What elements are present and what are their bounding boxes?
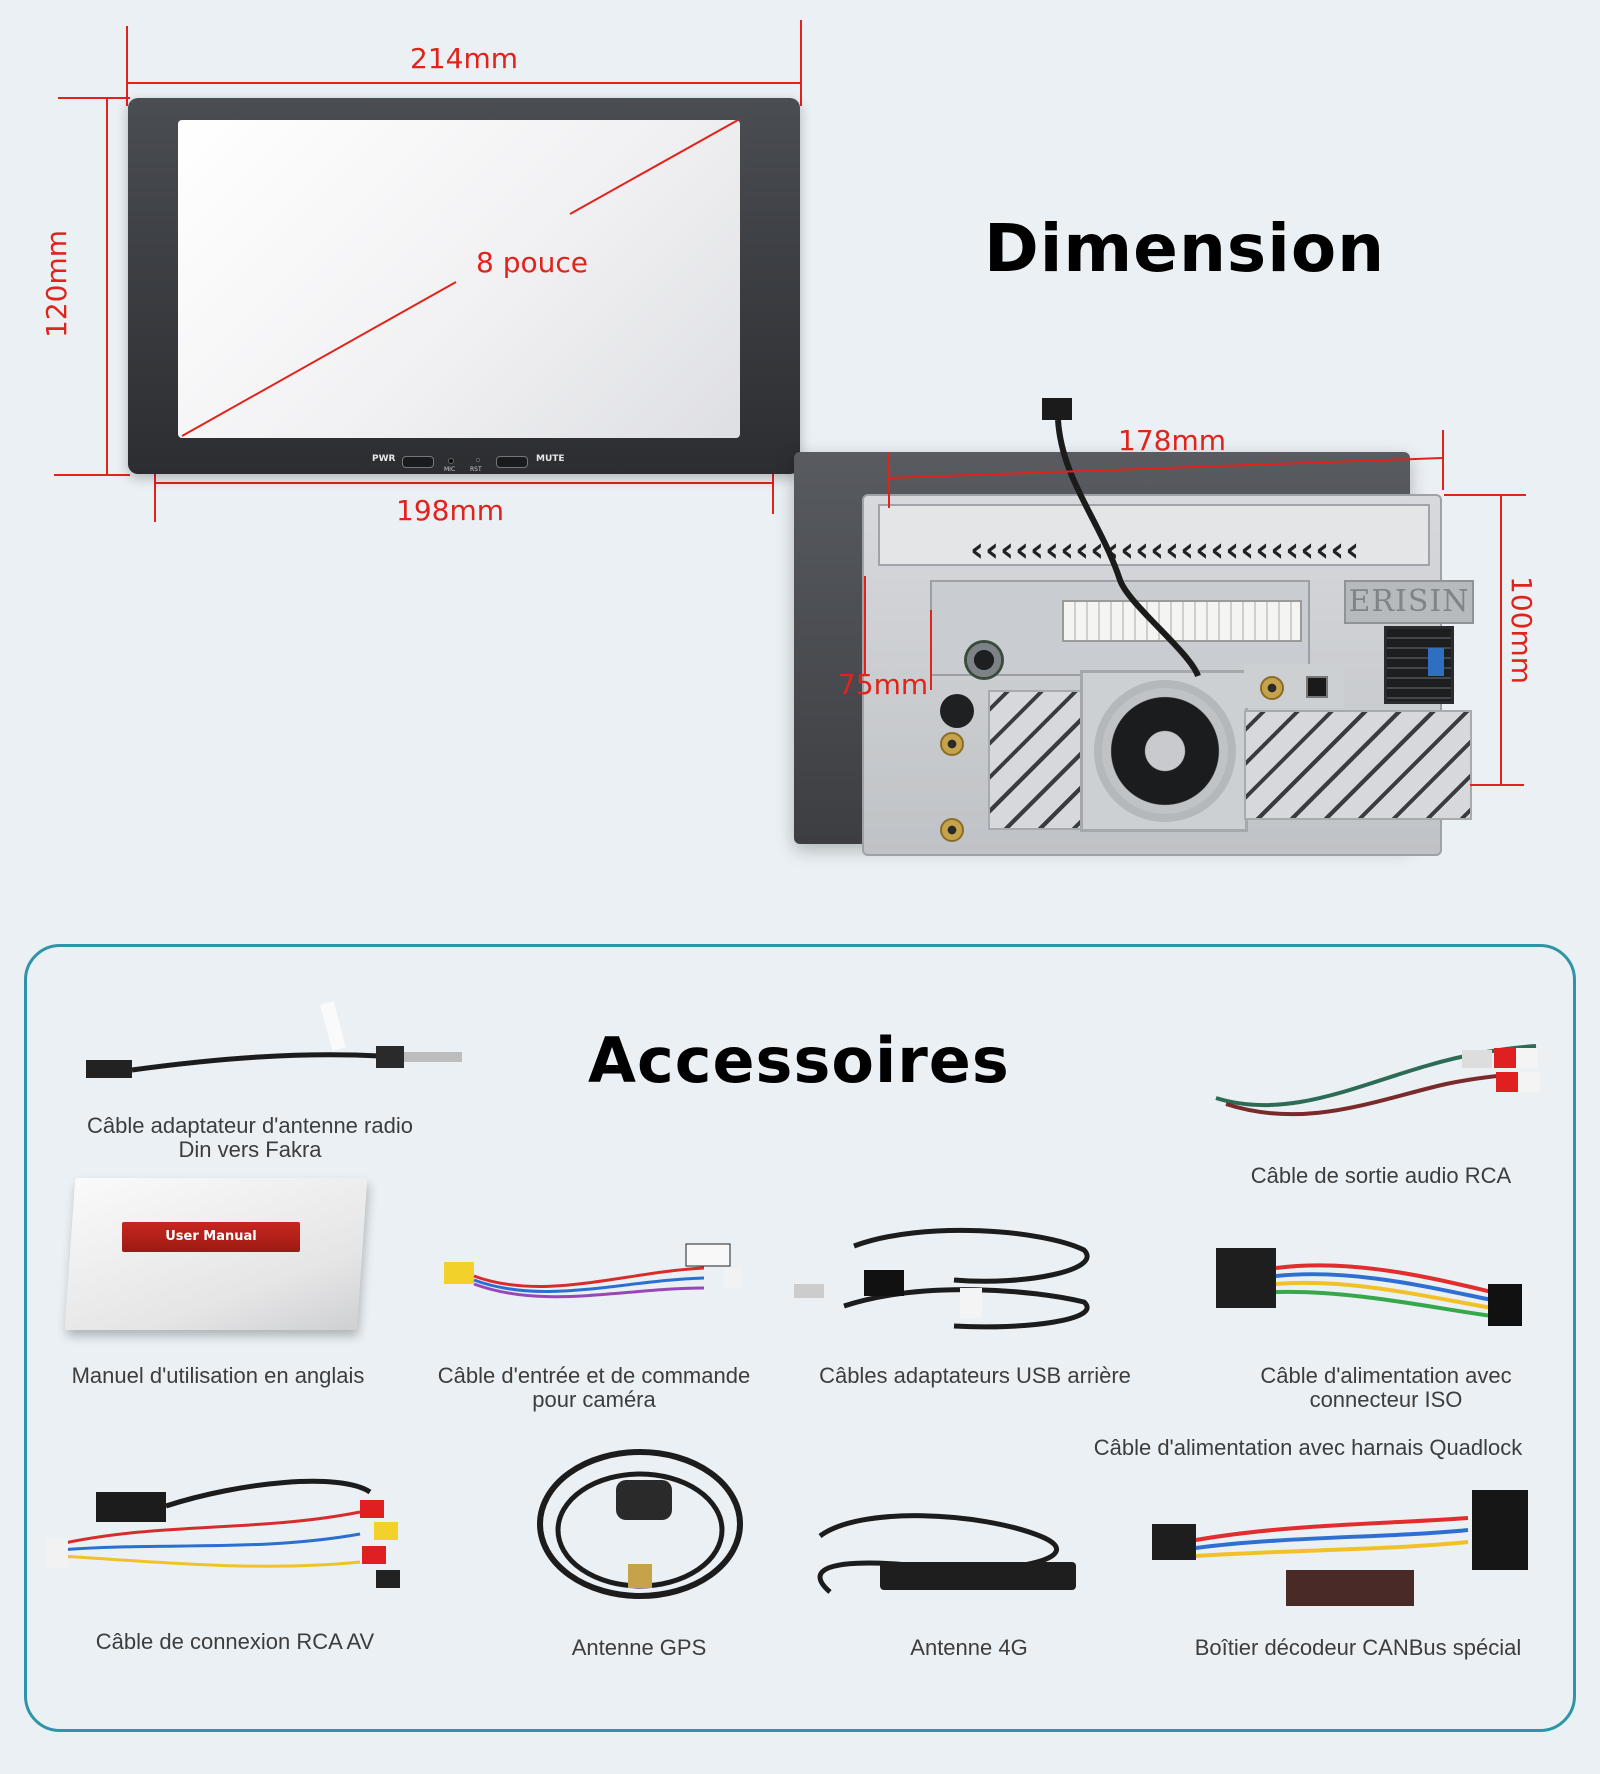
item-antenna-adapter-label: Câble adaptateur d'antenne radio Din ver… xyxy=(60,1114,440,1162)
aux-port xyxy=(1260,676,1284,700)
iso-power-cable-icon xyxy=(1216,1248,1522,1326)
item-gps-label: Antenne GPS xyxy=(534,1636,744,1660)
back-depth-guide-top xyxy=(864,576,866,676)
rca-audio-cable-icon xyxy=(1215,1044,1540,1117)
bottom-guide-right xyxy=(772,470,774,514)
width-guide-right xyxy=(800,20,802,106)
rca-av-cable-icon xyxy=(46,1478,400,1588)
item-iso-cable-label: Câble d'alimentation avec connecteur ISO xyxy=(1196,1364,1576,1412)
left-vent xyxy=(988,690,1088,830)
canbus-quadlock-harness-icon xyxy=(1152,1490,1528,1606)
item-label-line2: pour caméra xyxy=(532,1387,656,1412)
height-guide-bottom xyxy=(54,474,130,476)
item-label-line1: Câble de connexion RCA AV xyxy=(95,1629,375,1654)
back-width-guide-right xyxy=(1442,430,1444,490)
camera-input-cable-icon xyxy=(444,1243,742,1299)
4g-port xyxy=(940,818,964,842)
bottom-guide-left xyxy=(154,470,156,522)
bottom-arrow-line xyxy=(154,482,774,484)
blue-fuse xyxy=(1428,648,1444,676)
back-width-label: 178mm xyxy=(1118,424,1226,457)
antenna-adapter-cable-icon xyxy=(86,1001,462,1078)
item-usb-cables-label: Câbles adaptateurs USB arrière xyxy=(790,1364,1160,1388)
item-label-line1: Câble d'entrée et de commande xyxy=(437,1363,751,1388)
back-width-line xyxy=(888,457,1443,479)
gps-antenna-icon xyxy=(537,1449,743,1599)
item-rca-audio-label: Câble de sortie audio RCA xyxy=(1196,1164,1566,1188)
item-quadlock-label: Câble d'alimentation avec harnais Quadlo… xyxy=(1068,1436,1548,1460)
item-label-line1: Câble d'alimentation avec xyxy=(1260,1363,1512,1388)
gps-port xyxy=(940,732,964,756)
item-label-line2: connecteur ISO xyxy=(1309,1387,1463,1412)
back-height-label: 100mm xyxy=(1505,576,1538,684)
brand-plate: ERISIN xyxy=(1344,580,1474,624)
front-bottom-label: 198mm xyxy=(396,494,504,527)
height-guide-top xyxy=(58,97,130,99)
item-label-line1: Câble d'alimentation avec harnais Quadlo… xyxy=(1093,1435,1523,1460)
width-guide-left xyxy=(126,26,128,106)
back-top-rail xyxy=(878,504,1430,566)
height-arrow-line xyxy=(106,97,108,476)
item-label-line1: Câble adaptateur d'antenne radio xyxy=(87,1113,413,1138)
width-arrow-line xyxy=(126,82,802,84)
accessories-title: Accessoires xyxy=(588,1024,1010,1097)
item-label-line1: Câble de sortie audio RCA xyxy=(1250,1163,1512,1188)
manual-tag: User Manual xyxy=(122,1222,300,1252)
item-label-line2: Din vers Fakra xyxy=(178,1137,322,1162)
main-connector-strip xyxy=(1062,600,1302,642)
optical-port xyxy=(1306,676,1328,698)
right-vent xyxy=(1244,710,1472,820)
item-camera-cable-label: Câble d'entrée et de commande pour camér… xyxy=(404,1364,784,1412)
dimension-title: Dimension xyxy=(984,210,1386,287)
back-height-guide-top xyxy=(1444,494,1526,496)
usb-adapter-cables-icon xyxy=(794,1227,1090,1330)
front-width-label: 214mm xyxy=(410,42,518,75)
user-manual-icon xyxy=(64,1178,368,1330)
diagonal-label: 8 pouce xyxy=(476,246,588,279)
item-label-line1: Antenne GPS xyxy=(571,1635,707,1660)
radio-port xyxy=(964,640,1004,680)
back-depth-guide-bottom xyxy=(930,610,932,690)
vent-chevrons: ‹‹‹‹‹‹‹‹‹‹‹‹‹‹‹‹‹‹‹‹‹‹‹‹‹‹ xyxy=(970,530,1361,570)
gps-port-cap xyxy=(940,694,974,728)
back-depth-label: 75mm xyxy=(838,668,929,701)
item-label-line1: Câbles adaptateurs USB arrière xyxy=(819,1363,1131,1388)
back-width-guide-left xyxy=(888,452,890,508)
item-label-line1: Boîtier décodeur CANBus spécial xyxy=(1194,1635,1522,1660)
item-rca-av-label: Câble de connexion RCA AV xyxy=(60,1630,410,1654)
iso-connector xyxy=(1384,626,1454,704)
item-4g-label: Antenne 4G xyxy=(864,1636,1074,1660)
back-height-line xyxy=(1500,494,1502,786)
power-cable xyxy=(1042,398,1201,678)
4g-antenna-icon xyxy=(817,1513,1076,1594)
item-label-line1: Manuel d'utilisation en anglais xyxy=(71,1363,365,1388)
diagonal-line xyxy=(181,119,739,437)
back-height-guide-bottom xyxy=(1470,784,1524,786)
item-canbus-label: Boîtier décodeur CANBus spécial xyxy=(1168,1636,1548,1660)
item-manual-label: Manuel d'utilisation en anglais xyxy=(44,1364,392,1388)
item-label-line1: Antenne 4G xyxy=(910,1635,1028,1660)
cooling-fan-icon xyxy=(1094,680,1236,822)
